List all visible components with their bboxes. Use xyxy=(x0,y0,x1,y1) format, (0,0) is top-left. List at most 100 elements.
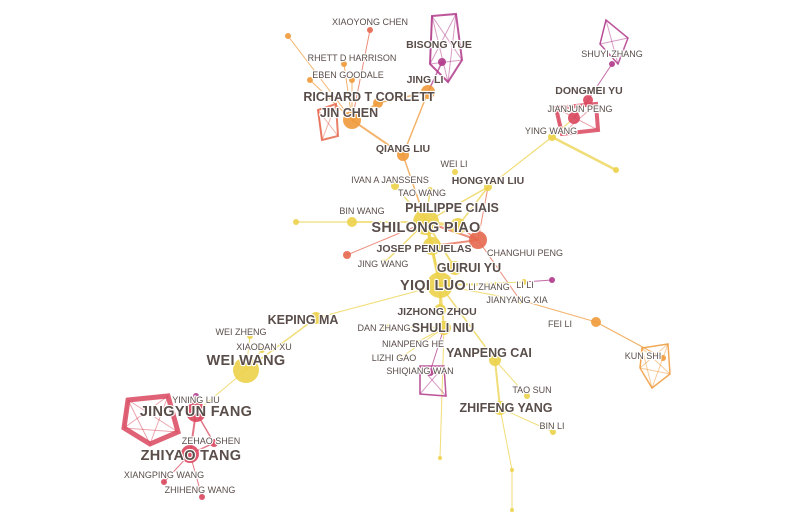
node-taosun[interactable] xyxy=(524,393,530,399)
label-lizhi-gao[interactable]: LIZHI GAO xyxy=(371,352,418,364)
label-jianjun-peng[interactable]: JIANJUN PENG xyxy=(546,103,613,115)
label-rhett-harrison[interactable]: RHETT D HARRISON xyxy=(306,52,397,64)
label-bin-wang[interactable]: BIN WANG xyxy=(338,205,385,217)
node-nianpeng[interactable] xyxy=(412,340,418,346)
node-danzhang[interactable] xyxy=(383,324,389,330)
node-luo[interactable] xyxy=(427,272,453,298)
label-zhiyao-tang[interactable]: ZHIYAO TANG xyxy=(140,447,243,465)
label-ying-wang[interactable]: YING WANG xyxy=(524,125,578,137)
node-xiaoyong[interactable] xyxy=(367,27,373,33)
node-jinchen[interactable] xyxy=(343,111,361,129)
label-tao-wang[interactable]: TAO WANG xyxy=(397,187,447,199)
label-zhiheng-wang[interactable]: ZHIHENG WANG xyxy=(164,484,237,496)
label-wei-li[interactable]: WEI LI xyxy=(439,158,468,170)
label-li-li[interactable]: LI LI xyxy=(515,279,535,291)
node-peng[interactable] xyxy=(469,231,487,249)
node-lizhang[interactable] xyxy=(493,282,499,288)
label-shilong-piao[interactable]: SHILONG PIAO xyxy=(370,219,481,237)
label-xiangping-wang[interactable]: XIANGPING WANG xyxy=(123,469,205,481)
node-zehao[interactable] xyxy=(210,439,218,447)
node-lizhi[interactable] xyxy=(397,355,403,361)
label-shuli-niu[interactable]: SHULI NIU xyxy=(411,320,476,336)
node-shuyi[interactable] xyxy=(609,61,615,67)
node-feili[interactable] xyxy=(591,317,601,327)
node-jianjun[interactable] xyxy=(568,112,580,124)
node-ciais[interactable] xyxy=(450,218,466,234)
node-tl2[interactable] xyxy=(307,77,313,83)
label-fei-li[interactable]: FEI LI xyxy=(547,318,573,330)
node-corlett[interactable] xyxy=(373,98,383,108)
node-shiqiang[interactable] xyxy=(426,368,434,376)
label-dongmei-yu[interactable]: DONGMEI YU xyxy=(554,84,624,98)
node-s1[interactable] xyxy=(510,468,514,472)
label-nianpeng-he[interactable]: NIANPENG HE xyxy=(381,338,445,350)
label-ivan-janssens[interactable]: IVAN A JANSSENS xyxy=(350,174,430,186)
node-weiwang[interactable] xyxy=(233,357,259,383)
node-zhiheng[interactable] xyxy=(199,494,205,500)
node-taowang[interactable] xyxy=(427,187,433,193)
node-yining[interactable] xyxy=(193,393,199,399)
node-weili[interactable] xyxy=(452,169,458,175)
label-yining-liu[interactable]: YINING LIU xyxy=(171,394,221,406)
node-jizhong[interactable] xyxy=(434,304,446,316)
label-bin-li[interactable]: BIN LI xyxy=(538,420,565,432)
node-shuli[interactable] xyxy=(437,321,451,335)
label-jianyang-xia[interactable]: JIANYANG XIA xyxy=(485,294,549,306)
node-w1[interactable] xyxy=(293,219,299,225)
node-kunshi[interactable] xyxy=(660,355,666,361)
label-jing-li[interactable]: JING LI xyxy=(406,73,445,87)
label-hongyan-liu[interactable]: HONGYAN LIU xyxy=(451,174,526,188)
label-shiqiang-wan[interactable]: SHIQIANG WAN xyxy=(385,365,454,377)
node-eben[interactable] xyxy=(349,77,355,83)
node-lili[interactable] xyxy=(521,279,527,285)
node-w2[interactable] xyxy=(343,251,351,259)
label-guirui-yu[interactable]: GUIRUI YU xyxy=(436,260,503,276)
node-jingli[interactable] xyxy=(421,85,435,99)
node-janssens[interactable] xyxy=(391,182,399,190)
label-shuyi-zhang[interactable]: SHUYI ZHANG xyxy=(580,48,644,60)
node-jingwang[interactable] xyxy=(382,259,388,265)
label-bisong-yue[interactable]: BISONG YUE xyxy=(405,38,473,52)
node-bisong[interactable] xyxy=(438,58,446,66)
node-yu[interactable] xyxy=(448,261,462,275)
label-yanpeng-cai[interactable]: YANPENG CAI xyxy=(445,345,533,361)
node-penuelas[interactable] xyxy=(423,237,441,255)
label-wei-zheng[interactable]: WEI ZHENG xyxy=(214,326,267,338)
node-yanpeng[interactable] xyxy=(489,354,501,366)
node-fang[interactable] xyxy=(186,402,206,422)
node-xiangping[interactable] xyxy=(161,479,167,485)
node-rhett[interactable] xyxy=(341,61,347,67)
node-s3[interactable] xyxy=(438,456,442,460)
label-tao-sun[interactable]: TAO SUN xyxy=(511,384,553,396)
label-josep-penuelas[interactable]: JOSEP PENUELAS xyxy=(375,242,472,256)
label-qiang-liu[interactable]: QIANG LIU xyxy=(375,142,431,156)
node-mag1[interactable] xyxy=(549,277,555,283)
node-kepingma[interactable] xyxy=(310,312,322,324)
label-changhui-peng[interactable]: CHANGHUI PENG xyxy=(486,247,564,259)
label-li-zhang[interactable]: LI ZHANG xyxy=(467,281,511,293)
label-jingyun-fang[interactable]: JINGYUN FANG xyxy=(139,403,253,421)
node-tang[interactable] xyxy=(181,445,199,463)
label-dan-zhang[interactable]: DAN ZHANG xyxy=(356,322,411,334)
node-yingwang[interactable] xyxy=(548,133,556,141)
label-zhifeng-yang[interactable]: ZHIFENG YANG xyxy=(458,400,553,416)
node-piao[interactable] xyxy=(413,209,439,235)
node-ne1[interactable] xyxy=(613,167,619,173)
label-jin-chen[interactable]: JIN CHEN xyxy=(319,105,380,121)
label-xiaodan-xu[interactable]: XIAODAN XU xyxy=(235,341,293,353)
node-qiangliu[interactable] xyxy=(397,149,409,161)
label-zehao-shen[interactable]: ZEHAO SHEN xyxy=(181,435,242,447)
node-hongyan[interactable] xyxy=(484,183,492,191)
label-kun-shi[interactable]: KUN SHI xyxy=(624,350,663,362)
node-s2[interactable] xyxy=(510,508,514,512)
node-tl1[interactable] xyxy=(285,33,291,39)
label-richard-corlett[interactable]: RICHARD T CORLETT xyxy=(302,89,436,105)
node-binwang[interactable] xyxy=(347,217,357,227)
label-wei-wang[interactable]: WEI WANG xyxy=(205,352,286,370)
label-yiqi-luo[interactable]: YIQI LUO xyxy=(399,277,467,295)
label-xiaoyong-chen[interactable]: XIAOYONG CHEN xyxy=(331,16,409,28)
node-weizheng[interactable] xyxy=(247,333,253,339)
label-keping-ma[interactable]: KEPING MA xyxy=(266,312,339,328)
label-eben-goodale[interactable]: EBEN GOODALE xyxy=(311,69,385,81)
node-binli[interactable] xyxy=(550,429,556,435)
